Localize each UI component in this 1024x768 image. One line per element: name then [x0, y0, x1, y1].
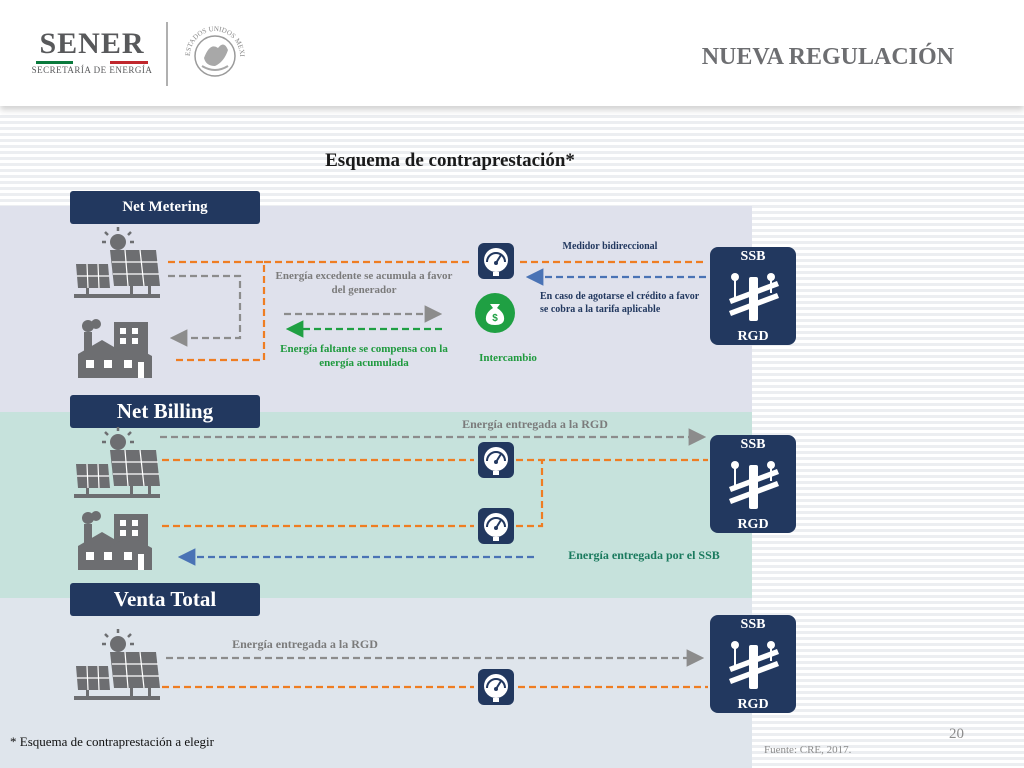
nb-delivered-label: Energía entregada a la RGD: [462, 417, 608, 431]
meter-label: Medidor bidireccional: [562, 241, 658, 252]
logo-rule: [36, 61, 148, 64]
solar-panel-icon: [74, 427, 160, 498]
solar-panel-icon: [74, 227, 160, 298]
factory-house-icon: [78, 511, 152, 570]
meter-icon: [478, 508, 514, 544]
badge-venta-total: Venta Total: [70, 583, 260, 616]
credit-note: En caso de agotarse el crédito a favor s…: [540, 291, 699, 315]
ssb-label: SSB: [740, 249, 766, 264]
ssb-rgd-box-net-metering: SSB RGD: [710, 247, 796, 345]
nm-orange-link: [168, 260, 266, 362]
meter-icon: [478, 669, 514, 705]
ssb-label: SSB: [740, 617, 766, 632]
rgd-label: RGD: [737, 697, 769, 712]
nb-received-label: Energía entregada por el SSB: [568, 548, 720, 562]
ssb-rgd-box-net-billing: SSB RGD: [710, 435, 796, 533]
svg-text:$: $: [492, 313, 498, 324]
factory-house-icon: [78, 319, 152, 378]
nm-gray-loop: [168, 274, 242, 347]
sener-logo-text: SENER: [39, 27, 145, 60]
nb-orange-bottom: [162, 460, 544, 528]
meter-icon: [478, 243, 514, 279]
source-note: Fuente: CRE, 2017.: [764, 744, 852, 756]
excess-energy-label: Energía excedente se acumula a favor del…: [275, 270, 453, 296]
deficit-energy-label: Energía faltante se compensa con la ener…: [280, 343, 448, 369]
vt-delivered-label: Energía entregada a la RGD: [232, 637, 378, 651]
page-number: 20: [949, 726, 964, 742]
header-bar: [0, 0, 1024, 106]
rgd-label: RGD: [737, 329, 769, 344]
diagram-title: Esquema de contraprestación*: [325, 150, 575, 171]
power-pole-icon: [729, 273, 779, 321]
rgd-label: RGD: [737, 517, 769, 532]
logo-divider: [166, 22, 168, 86]
ssb-rgd-box-venta-total: SSB RGD: [710, 615, 796, 713]
exchange-label: Intercambio: [479, 352, 537, 364]
ssb-label: SSB: [740, 437, 766, 452]
page-header-title: NUEVA REGULACIÓN: [701, 44, 954, 70]
money-bag-icon: $: [475, 293, 515, 333]
badge-net-metering: Net Metering: [70, 191, 260, 224]
sener-logo: SENER SECRETARÍA DE ENERGÍA: [30, 28, 154, 78]
meter-icon: [478, 442, 514, 478]
power-pole-icon: [729, 461, 779, 509]
badge-net-billing: Net Billing: [70, 395, 260, 428]
footnote: * Esquema de contraprestación a elegir: [10, 734, 214, 749]
mexico-seal-icon: ESTADOS UNIDOS MEXICANOS: [180, 18, 246, 77]
solar-panel-icon: [74, 629, 160, 700]
power-pole-icon: [729, 641, 779, 689]
sener-logo-subtitle: SECRETARÍA DE ENERGÍA: [31, 65, 153, 75]
